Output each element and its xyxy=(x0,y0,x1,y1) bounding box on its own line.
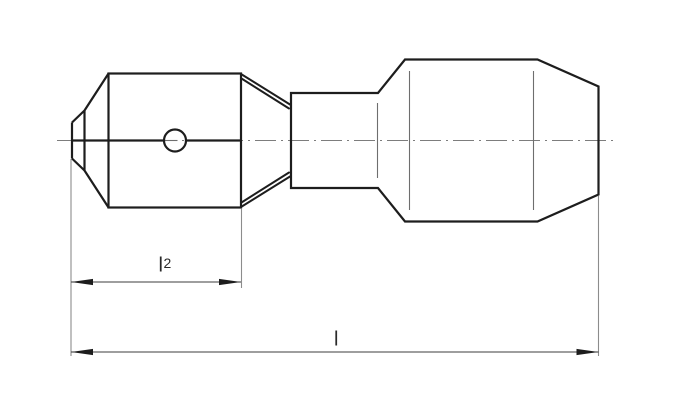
detent-hole xyxy=(162,128,188,153)
arrowhead-l2-right xyxy=(219,278,241,286)
funnel-seam-lines xyxy=(240,73,291,208)
dimension-label-l2: l xyxy=(159,255,163,277)
arrowhead-l-right xyxy=(576,348,599,356)
dimension-label-l: l xyxy=(334,329,338,351)
dimension-label-l2-superscript: 2 xyxy=(164,255,172,271)
arrowhead-l2-left xyxy=(71,278,93,286)
arrowhead-l-left xyxy=(71,348,93,356)
insulation-sleeve-outline xyxy=(289,58,600,223)
